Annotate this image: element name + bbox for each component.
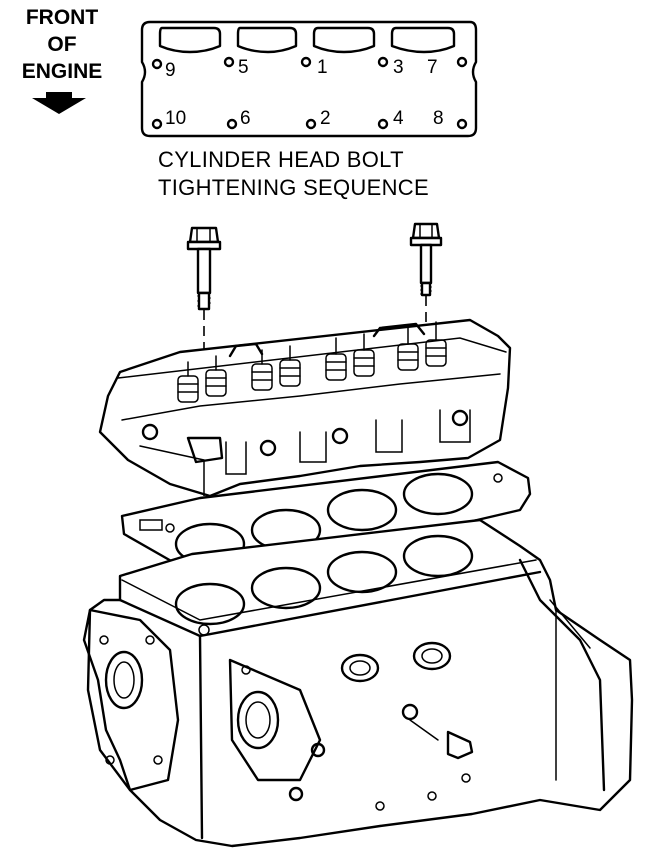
head-bolt-right xyxy=(409,222,443,297)
caption-line-1: CYLINDER HEAD BOLT xyxy=(158,147,404,172)
down-arrow-icon xyxy=(32,92,86,114)
front-label-line-3: ENGINE xyxy=(21,60,103,83)
front-label-line-2: OF xyxy=(47,33,77,56)
caption-line-2: TIGHTENING SEQUENCE xyxy=(158,175,429,200)
bolt-number-5: 5 xyxy=(238,57,249,78)
bolt-number-1: 1 xyxy=(317,57,328,78)
front-label-line-1: FRONT xyxy=(25,6,99,29)
cylinder-head xyxy=(98,318,512,498)
bolt-number-4: 4 xyxy=(393,108,404,129)
bolt-sequence-head-outline xyxy=(140,20,478,138)
bolt-number-9: 9 xyxy=(165,60,176,81)
bolt-number-7: 7 xyxy=(427,57,438,78)
bolt-number-2: 2 xyxy=(320,108,331,129)
bolt-number-10: 10 xyxy=(165,108,186,129)
engine-block xyxy=(82,518,634,848)
bolt-number-3: 3 xyxy=(393,57,404,78)
diagram-caption: CYLINDER HEAD BOLT TIGHTENING SEQUENCE xyxy=(158,146,488,202)
front-of-engine-label: FRONT OF ENGINE xyxy=(6,4,118,85)
bolt-number-8: 8 xyxy=(433,108,444,129)
bolt-number-6: 6 xyxy=(240,108,251,129)
head-bolt-left xyxy=(186,226,222,311)
